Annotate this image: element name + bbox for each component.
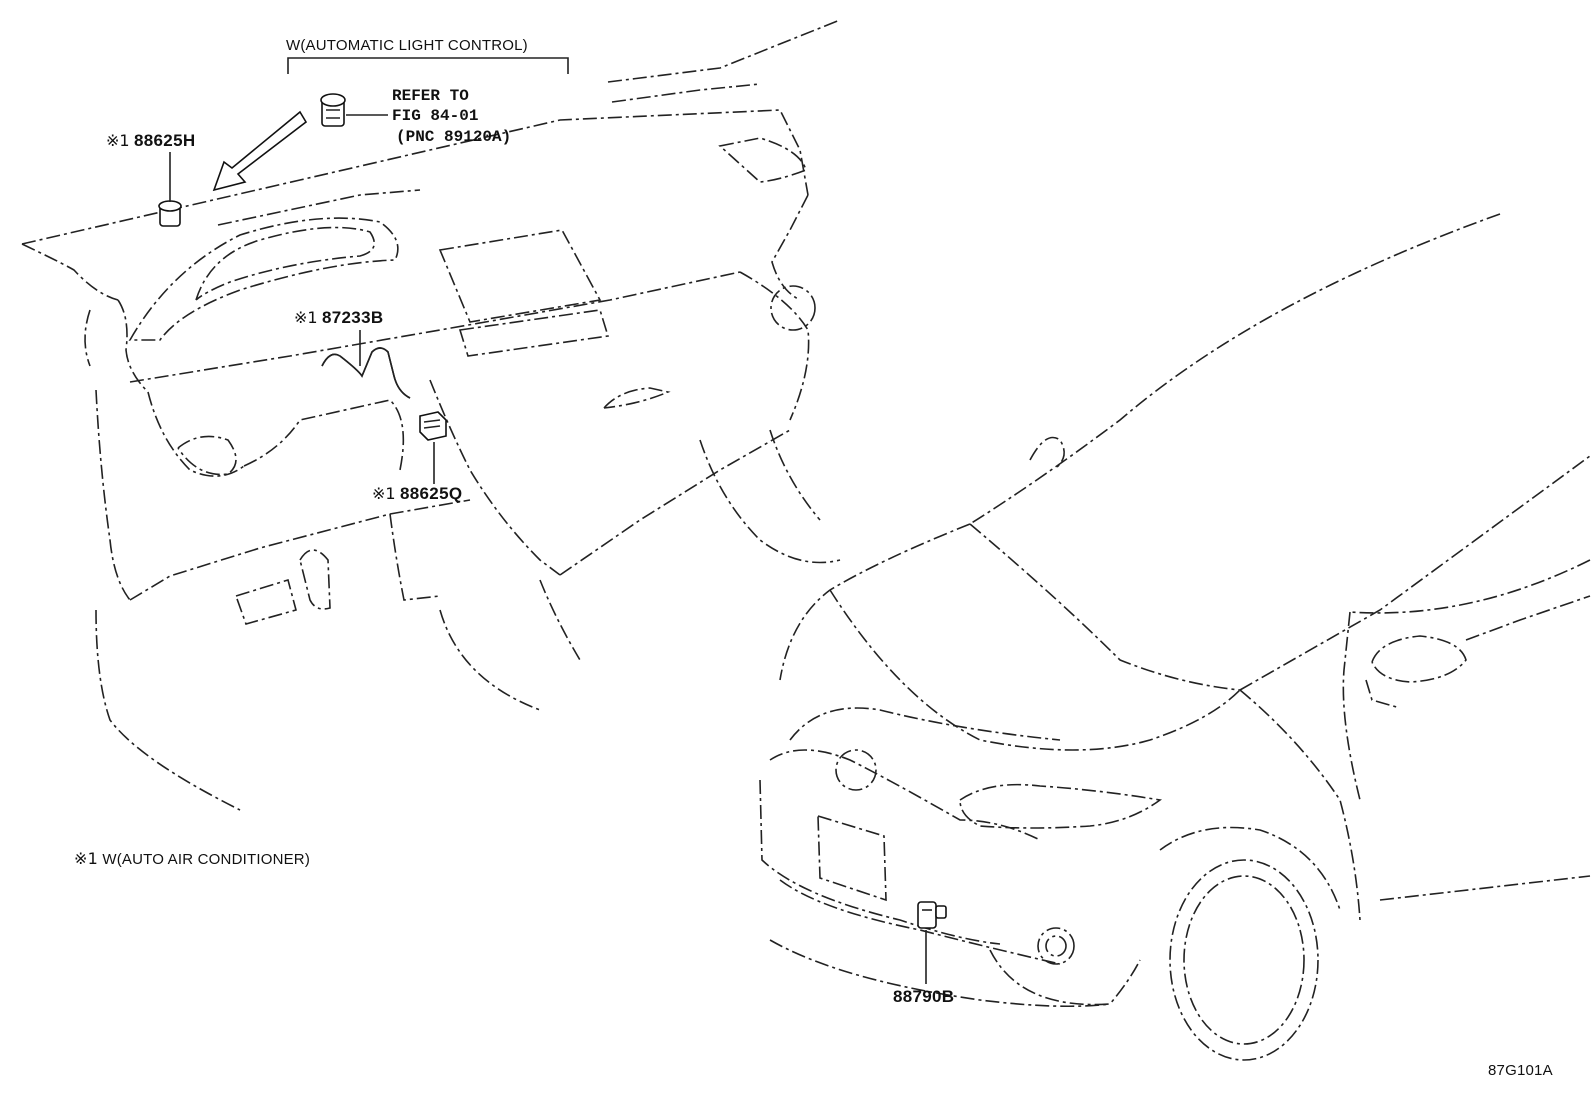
refer-line-2: FIG 84-01 <box>392 107 479 125</box>
group-bracket <box>287 57 569 74</box>
callout-mark: ※1 <box>106 131 130 150</box>
light-sensor-icon <box>320 93 346 127</box>
footnote: ※1 W(AUTO AIR CONDITIONER) <box>74 849 311 868</box>
car-outline <box>759 213 1591 1061</box>
part-number-88625H: 88625H <box>134 131 196 150</box>
part-number-88790B: 88790B <box>893 987 955 1006</box>
room-temp-sensor-icon <box>419 411 447 441</box>
footnote-text: W(AUTO AIR CONDITIONER) <box>102 851 311 868</box>
ambient-temp-sensor-icon <box>917 901 947 929</box>
callout-mark: ※1 <box>372 484 396 503</box>
solar-sensor-icon <box>158 200 182 227</box>
figure-id: 87G101A <box>1488 1062 1553 1079</box>
callout-88625H: ※1 88625H <box>106 132 195 150</box>
group-label-auto-light: W(AUTOMATIC LIGHT CONTROL) <box>286 37 528 54</box>
callout-mark: ※1 <box>294 308 318 327</box>
footnote-mark: ※1 <box>74 849 98 868</box>
refer-line-3: (PNC 89120A) <box>396 128 512 146</box>
callout-88625Q: ※1 88625Q <box>372 485 462 503</box>
callout-87233B: ※1 87233B <box>294 309 383 327</box>
part-number-88625Q: 88625Q <box>400 484 463 503</box>
direction-arrow-icon <box>212 110 308 192</box>
refer-line-1: REFER TO <box>392 87 469 105</box>
aspirator-hose-icon <box>321 347 411 399</box>
part-number-87233B: 87233B <box>322 308 384 327</box>
dashboard-outline <box>21 19 841 811</box>
